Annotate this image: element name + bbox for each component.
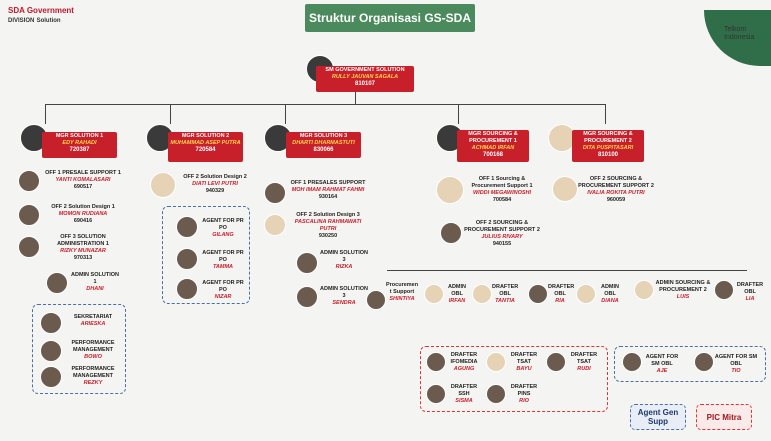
sol3-c-avatar (296, 252, 318, 274)
sol1-a-avatar (18, 170, 40, 192)
sp2-avatar (552, 176, 578, 202)
sol3-b-avatar (264, 214, 286, 236)
red2-avatar (486, 352, 506, 372)
drafter-box (420, 346, 608, 412)
row4-avatar (528, 284, 548, 304)
sol3-d-avatar (296, 286, 318, 308)
blue1-avatar (622, 352, 642, 372)
red4-avatar (426, 384, 446, 404)
sol1-support-box (32, 304, 126, 394)
red3-avatar (546, 352, 566, 372)
red5-avatar (486, 384, 506, 404)
sol1-c-avatar (18, 236, 40, 258)
row3-avatar (472, 284, 492, 304)
page-title: Struktur Organisasi GS-SDA (305, 4, 475, 32)
perf1-avatar (40, 340, 62, 362)
agent2-avatar (176, 248, 198, 270)
row1-avatar (366, 290, 386, 310)
sp1-a-avatar (436, 176, 464, 204)
agent1-avatar (176, 216, 198, 238)
sol1-d-avatar (46, 272, 68, 294)
row5-avatar (576, 284, 596, 304)
sp1-b-avatar (440, 222, 462, 244)
sekretariat-avatar (40, 312, 62, 334)
row7-avatar (714, 280, 734, 300)
sol1-b-avatar (18, 204, 40, 226)
sm-obl-agent-box (614, 346, 766, 382)
red1-avatar (426, 352, 446, 372)
sda-logo: SDA Government DIVISION Solution (8, 6, 74, 24)
sol2-agent-box (162, 206, 250, 304)
sol3-a-avatar (264, 182, 286, 204)
mgr5-avatar (548, 124, 576, 152)
perf2-avatar (40, 366, 62, 388)
legend-agent: Agent Gen Supp (630, 404, 686, 430)
sol2-avatar (150, 172, 176, 198)
blue2-avatar (694, 352, 714, 372)
row6-avatar (634, 280, 654, 300)
agent3-avatar (176, 278, 198, 300)
row2-avatar (424, 284, 444, 304)
legend-pic: PIC Mitra (696, 404, 752, 430)
